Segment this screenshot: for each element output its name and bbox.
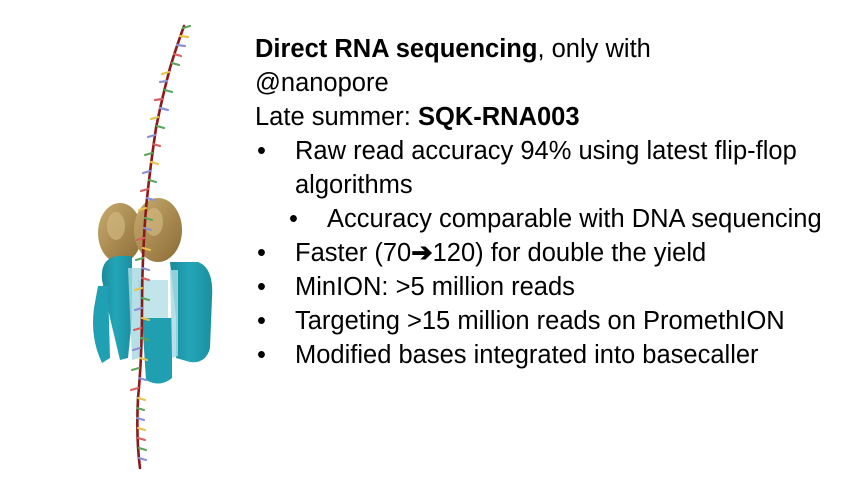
- bullet-minion-text: MinION: >5 million reads: [295, 273, 575, 301]
- release-prefix: Late summer:: [255, 103, 418, 131]
- nanopore-protein: [93, 256, 213, 384]
- bullet-dot: •: [257, 273, 266, 301]
- bullet-accuracy-text: Raw read accuracy 94% using latest flip-…: [295, 137, 797, 199]
- bullet-promethion: • Targeting >15 million reads on Prometh…: [255, 304, 845, 338]
- bullet-dot: •: [289, 205, 298, 233]
- bullet-accuracy-sub: • Accuracy comparable with DNA sequencin…: [287, 202, 845, 236]
- bullet-dot: •: [257, 137, 266, 165]
- bullet-promethion-text: Targeting >15 million reads on PromethIO…: [295, 307, 785, 335]
- faster-suffix: 120) for double the yield: [432, 239, 707, 267]
- bullet-dot: •: [257, 341, 266, 369]
- heading-line: Direct RNA sequencing, only with: [255, 32, 845, 66]
- right-arrow-icon: ➔: [411, 239, 433, 267]
- release-kit: SQK-RNA003: [417, 103, 580, 131]
- bullet-modified: • Modified bases integrated into basecal…: [255, 338, 845, 372]
- bullet-minion: • MinION: >5 million reads: [255, 270, 845, 304]
- release-line: Late summer: SQK-RNA003: [255, 100, 845, 134]
- bullet-accuracy: • Raw read accuracy 94% using latest fli…: [255, 134, 845, 202]
- faster-prefix: Faster (70: [295, 239, 412, 267]
- bullet-modified-text: Modified bases integrated into basecalle…: [295, 341, 759, 369]
- slide-text: Direct RNA sequencing, only with @nanopo…: [255, 32, 845, 372]
- rna-strand: [129, 24, 192, 470]
- heading-bold: Direct RNA sequencing: [255, 35, 538, 63]
- nanopore-rna-illustration: [93, 24, 213, 470]
- bullet-faster: • Faster (70➔120) for double the yield: [255, 236, 845, 270]
- bullet-accuracy-sub-text: Accuracy comparable with DNA sequencing: [327, 205, 822, 233]
- bullet-dot: •: [257, 239, 266, 267]
- bullet-dot: •: [257, 307, 266, 335]
- bullet-faster-text: Faster (70➔120) for double the yield: [295, 236, 845, 270]
- heading-rest: , only with: [537, 35, 651, 63]
- motor-protein: [98, 198, 182, 263]
- nanopore-handle: @nanopore: [255, 69, 389, 97]
